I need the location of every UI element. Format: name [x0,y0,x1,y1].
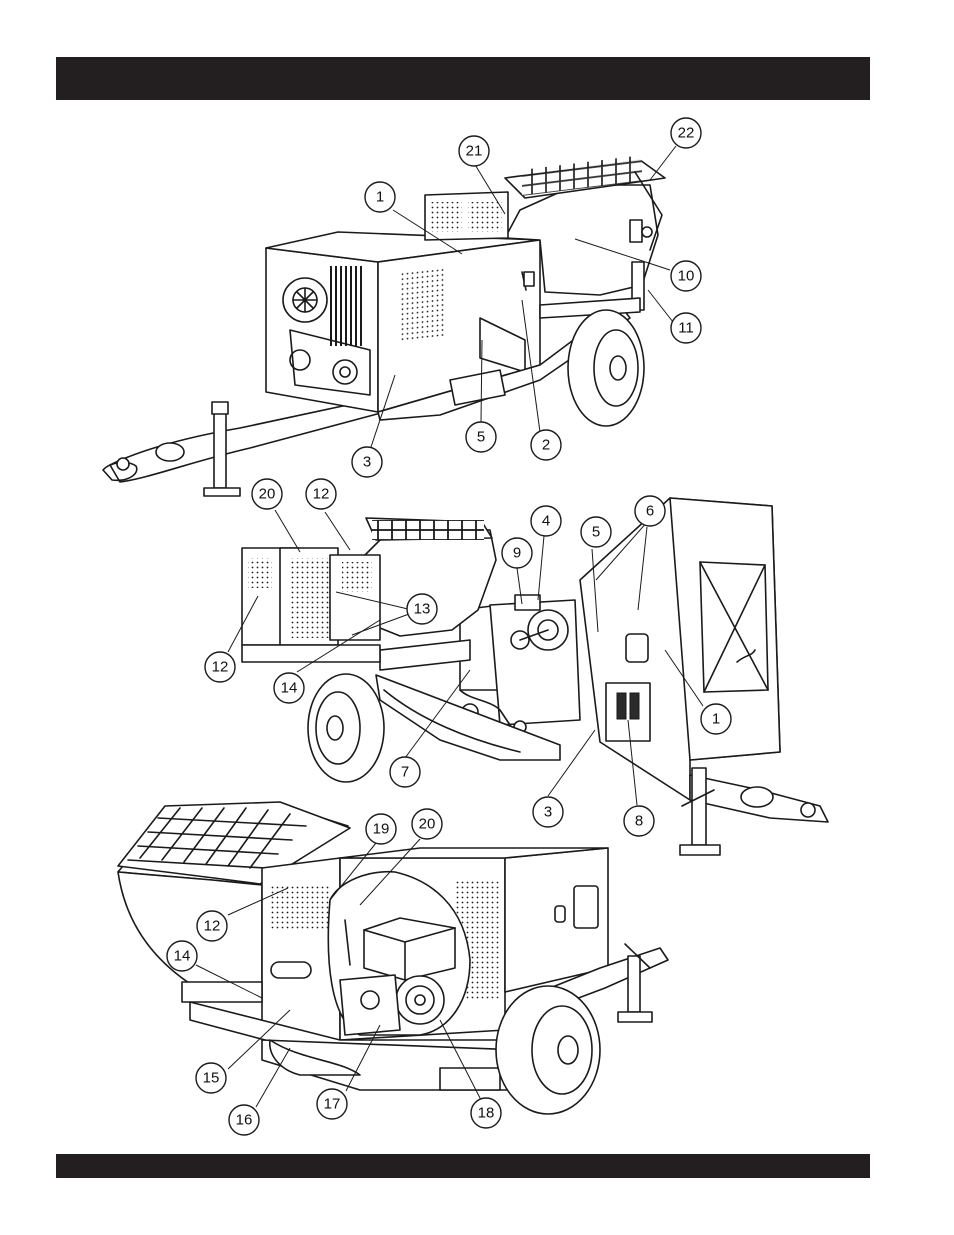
callout-9: 9 [502,538,532,568]
svg-text:3: 3 [544,804,552,821]
callout-7: 7 [390,757,420,787]
svg-text:15: 15 [203,1070,220,1087]
callout-21: 21 [459,136,489,166]
svg-text:18: 18 [478,1105,495,1122]
svg-text:21: 21 [466,143,483,160]
svg-text:10: 10 [678,268,695,285]
svg-text:12: 12 [204,918,221,935]
callout-6: 6 [635,496,665,526]
callout-22: 22 [671,118,701,148]
callout-8: 8 [624,806,654,836]
svg-text:20: 20 [259,486,276,503]
callout-12-mid-left: 12 [205,652,235,682]
svg-text:6: 6 [646,503,654,520]
callout-17: 17 [317,1089,347,1119]
svg-text:22: 22 [678,125,695,142]
svg-text:3: 3 [363,454,371,471]
svg-text:4: 4 [542,513,550,530]
callout-12-bottom: 12 [197,911,227,941]
callout-13: 13 [407,594,437,624]
callout-10: 10 [671,261,701,291]
callout-14-bottom: 14 [167,941,197,971]
svg-text:2: 2 [542,437,550,454]
svg-text:8: 8 [635,813,643,830]
svg-text:14: 14 [174,948,191,965]
svg-text:5: 5 [592,524,600,541]
callout-15: 15 [196,1063,226,1093]
callout-3-mid: 3 [533,797,563,827]
svg-text:12: 12 [313,486,330,503]
callout-14-mid: 14 [274,673,304,703]
svg-text:5: 5 [477,429,485,446]
callout-19: 19 [366,814,396,844]
svg-text:1: 1 [376,189,384,206]
callout-11: 11 [671,313,701,343]
svg-text:16: 16 [236,1112,253,1129]
svg-text:17: 17 [324,1096,341,1113]
callout-12-mid-top: 12 [306,479,336,509]
callout-4: 4 [531,506,561,536]
svg-text:12: 12 [212,659,229,676]
callout-1-mid: 1 [701,704,731,734]
callout-20-mid: 20 [252,479,282,509]
svg-text:11: 11 [678,320,694,337]
svg-text:14: 14 [281,680,298,697]
svg-text:19: 19 [373,821,390,838]
callout-5-mid: 5 [581,517,611,547]
svg-text:13: 13 [414,601,431,618]
callout-2: 2 [531,430,561,460]
svg-text:20: 20 [419,816,436,833]
callout-16: 16 [229,1105,259,1135]
callout-3-top: 3 [352,447,382,477]
svg-text:9: 9 [513,545,521,562]
callout-20-bottom: 20 [412,809,442,839]
svg-text:1: 1 [712,711,720,728]
callout-1-top: 1 [365,182,395,212]
svg-text:7: 7 [401,764,409,781]
callout-18: 18 [471,1098,501,1128]
view-2-drawing [242,498,828,855]
callout-5-top: 5 [466,422,496,452]
